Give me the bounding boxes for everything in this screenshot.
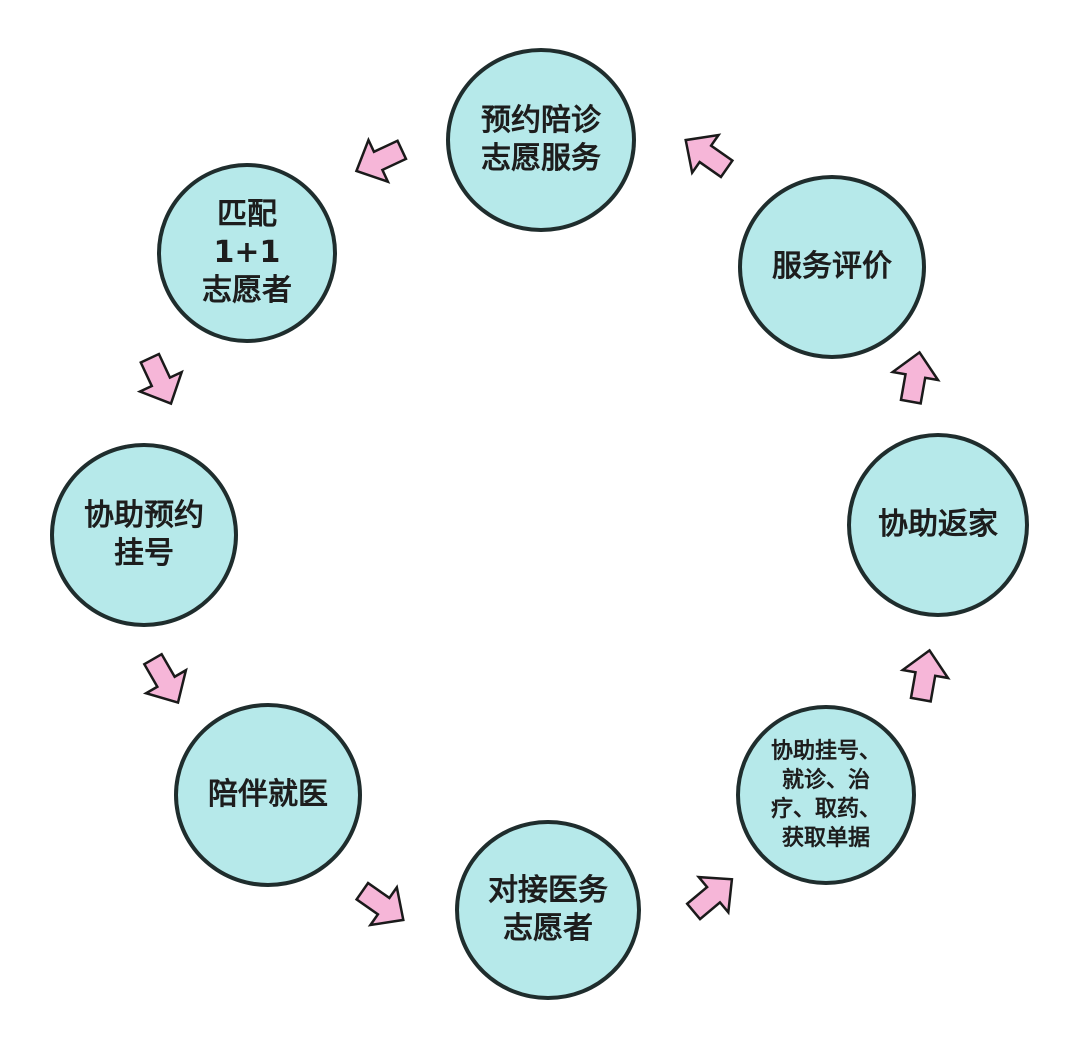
step-accompany-visit: 陪伴就医 bbox=[174, 703, 362, 887]
step-assist-treatment: 协助挂号、 就诊、治 疗、取药、 获取单据 bbox=[736, 705, 916, 885]
arrow-appointment-to-match-icon bbox=[354, 136, 408, 184]
arrow-evaluate-to-appointment-icon bbox=[684, 133, 735, 179]
step-match-volunteer: 匹配 1+1 志愿者 bbox=[157, 163, 337, 343]
step-assist-return-home: 协助返家 bbox=[847, 433, 1029, 617]
node-label: 疗、取药、 bbox=[770, 797, 881, 822]
node-label: 1+1 bbox=[213, 235, 281, 270]
step-assist-registration: 协助预约 挂号 bbox=[50, 443, 238, 627]
arrow-match-to-register-icon bbox=[136, 352, 184, 406]
step-appointment-service: 预约陪诊 志愿服务 bbox=[446, 48, 636, 232]
node-label: 志愿服务 bbox=[481, 141, 601, 176]
arrow-liaison-to-assist-icon bbox=[685, 875, 734, 921]
arrow-assist-to-return-icon bbox=[899, 648, 951, 703]
node-label: 预约陪诊 bbox=[481, 103, 601, 138]
node-label: 陪伴就医 bbox=[208, 777, 328, 812]
node-label: 就诊、治 bbox=[781, 768, 870, 793]
arrow-register-to-accompany-icon bbox=[142, 652, 188, 705]
arrow-accompany-to-liaison-icon bbox=[354, 881, 405, 927]
node-label: 志愿者 bbox=[202, 273, 292, 308]
node-label: 获取单据 bbox=[781, 826, 870, 851]
node-label: 服务评价 bbox=[772, 249, 892, 284]
node-label: 挂号 bbox=[114, 536, 174, 571]
node-label: 志愿者 bbox=[503, 911, 593, 946]
step-liaison-medical-volunteer: 对接医务 志愿者 bbox=[455, 820, 641, 1000]
arrow-return-to-evaluate-icon bbox=[889, 350, 941, 405]
node-label: 协助预约 bbox=[84, 498, 204, 533]
node-label: 对接医务 bbox=[488, 873, 608, 908]
step-service-evaluation: 服务评价 bbox=[738, 175, 926, 359]
node-label: 匹配 bbox=[217, 197, 277, 232]
node-label: 协助返家 bbox=[878, 507, 998, 542]
node-label: 协助挂号、 bbox=[770, 739, 881, 764]
